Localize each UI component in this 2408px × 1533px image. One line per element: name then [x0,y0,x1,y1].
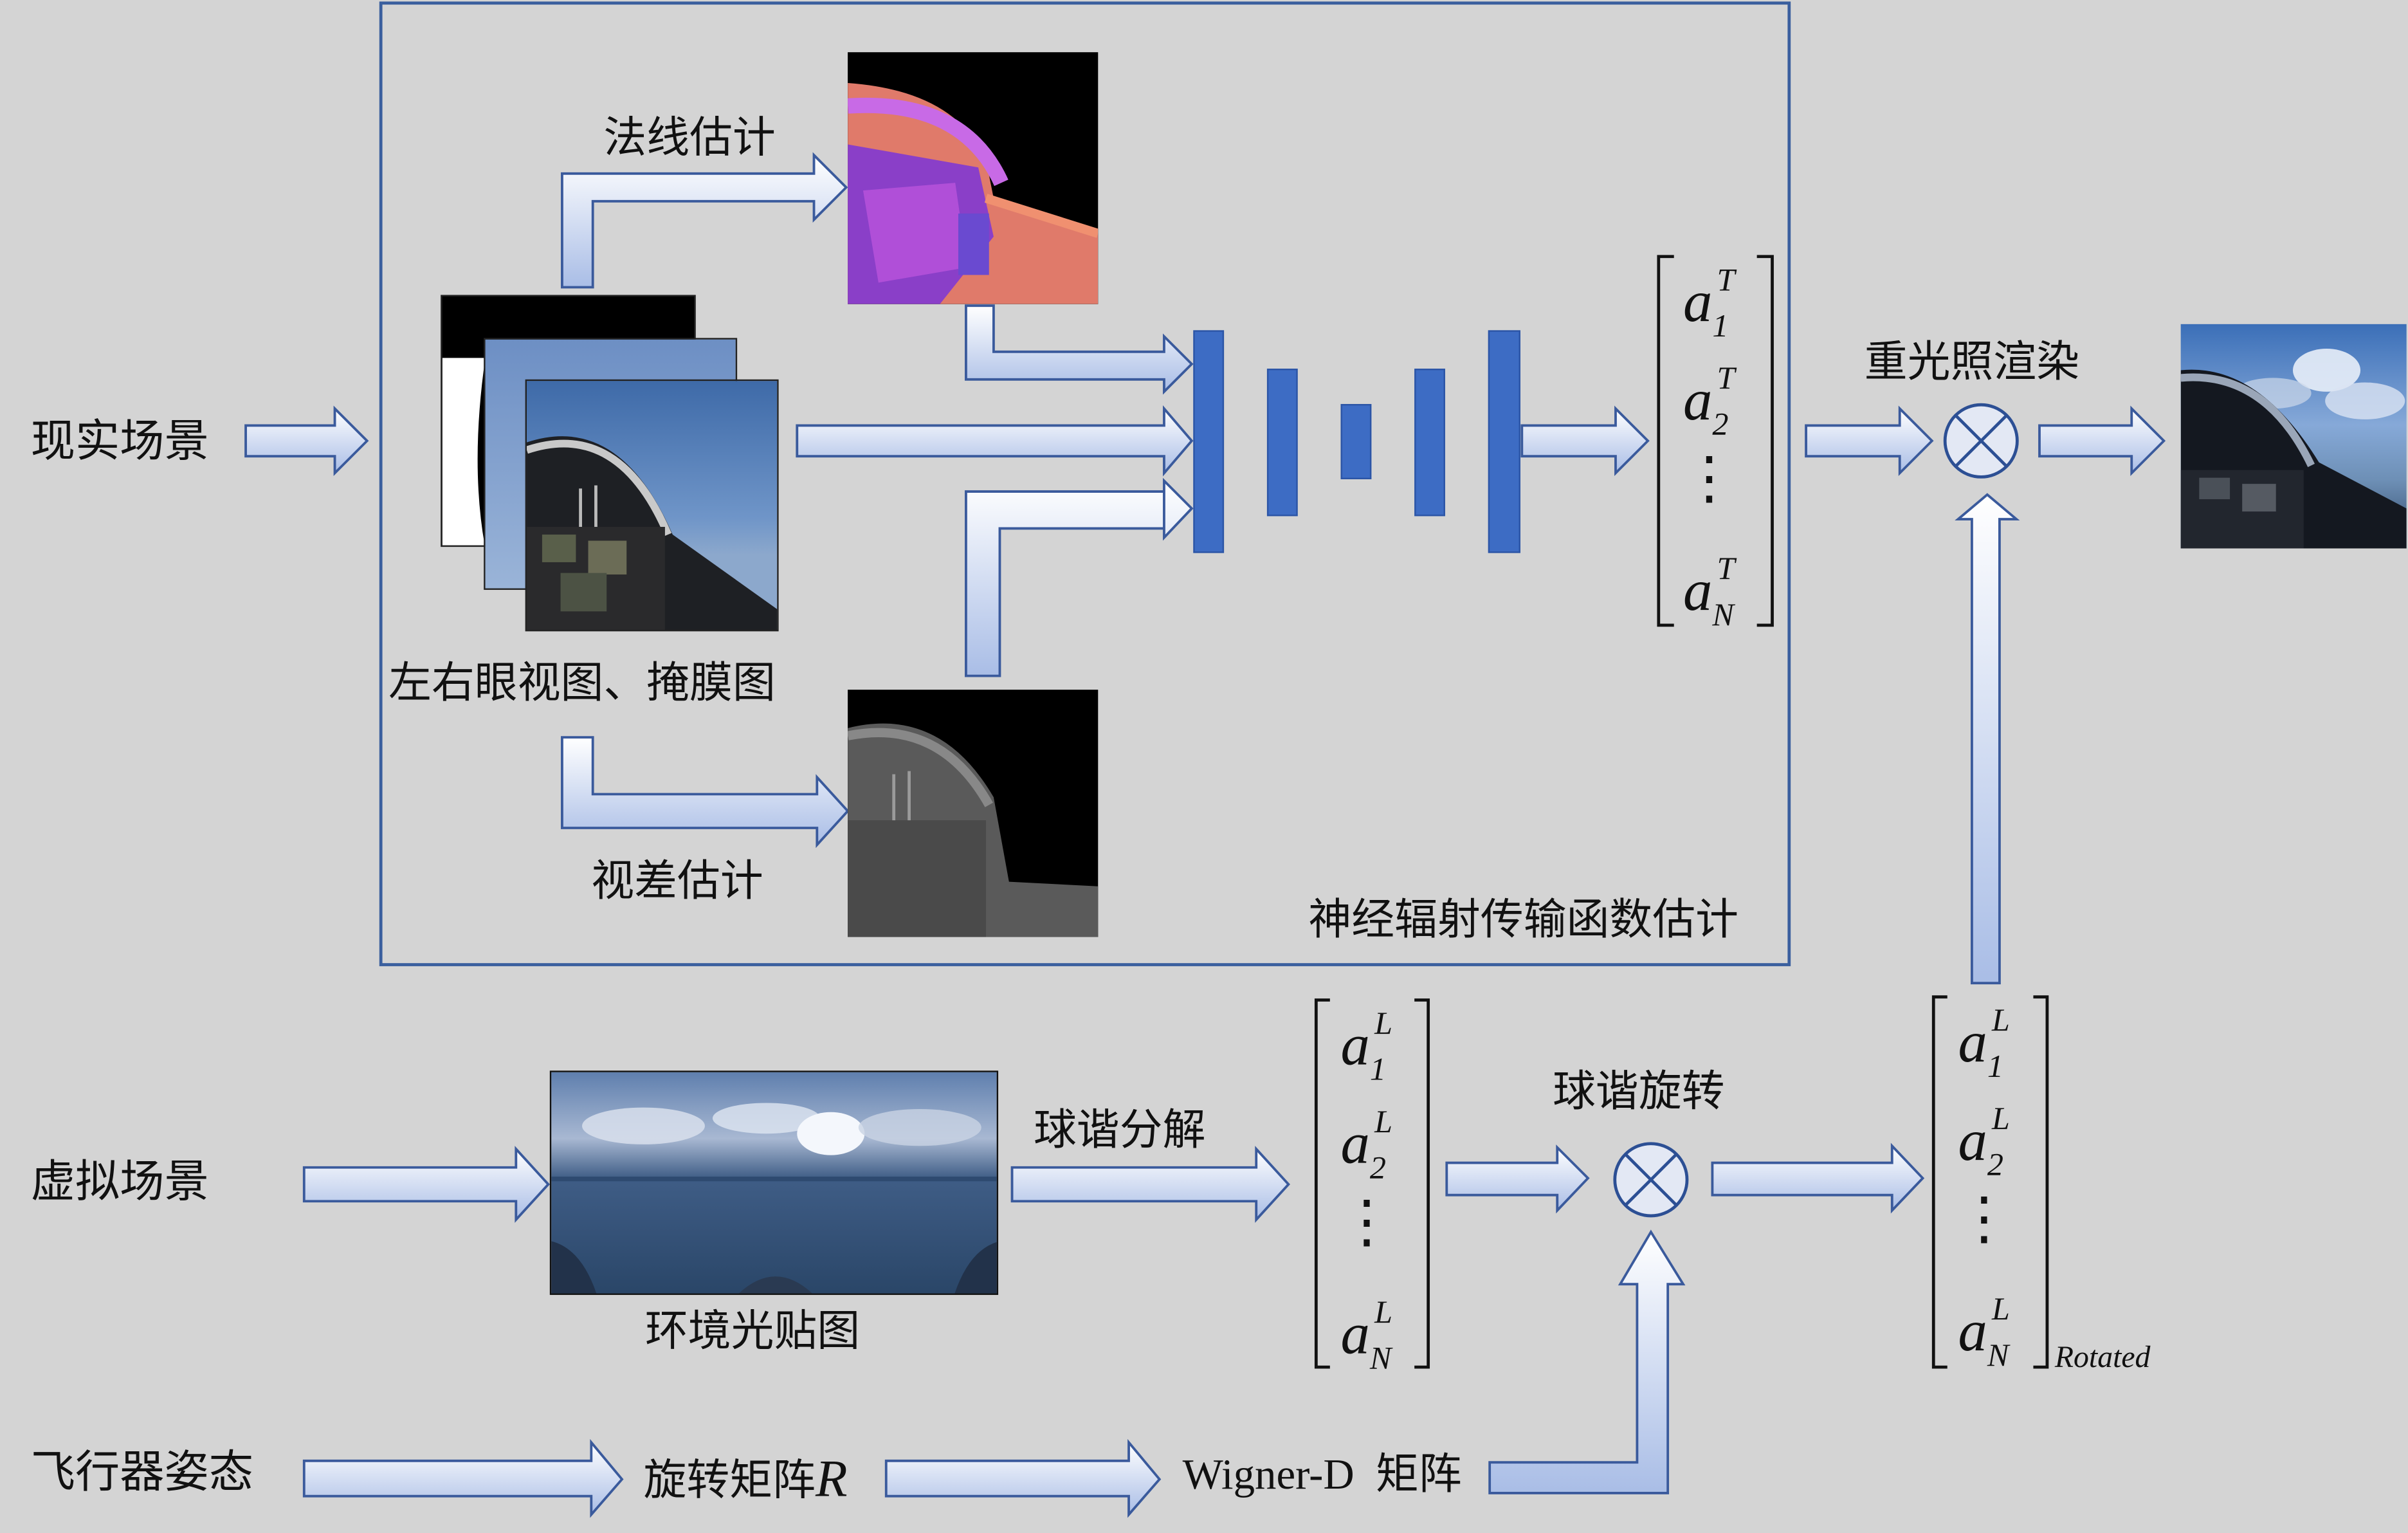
circled-times-icon [1943,403,2019,479]
wigner-matrix-text: 矩阵 [1376,1448,1462,1500]
arrow-normal-to-net [965,304,1194,395]
network-layer-1 [1193,330,1225,553]
arrow-rotmat-to-wigner [884,1438,1162,1518]
vector-brackets [1314,255,2049,1369]
light-vector-ellipsis: ⋮ [1337,1190,1396,1255]
disparity-map-image [848,690,1099,937]
flight-attitude-label: 飞行器姿态 [30,1445,254,1498]
arrow-light-to-rotation [1445,1144,1590,1214]
arrow-attitude-to-rotmat [302,1438,624,1518]
nrtf-estimation-frame [379,1,1791,966]
arrow-wigner-to-rotation [1488,1229,1686,1494]
wigner-d-text: Wigner-D [1182,1451,1354,1500]
relit-output-image [2180,324,2407,549]
sh-rotation-label: 球谐旋转 [1553,1066,1725,1117]
arrow-normal-estimation [561,152,848,289]
rotation-matrix-text: 旋转矩阵 [643,1455,816,1506]
arrow-net-to-transfer [1520,405,1650,477]
rotated-subscript-label: Rotated [2054,1341,2151,1375]
environment-light-map-image [549,1070,999,1295]
circled-times-icon [1613,1142,1689,1218]
arrow-views-to-net [796,405,1194,477]
network-layer-5 [1488,330,1520,553]
relighting-label: 重光照渲染 [1864,336,2080,387]
virtual-scene-label: 虚拟场景 [30,1155,209,1207]
disparity-estimation-label: 视差估计 [591,856,763,906]
views-mask-label: 左右眼视图、掩膜图 [388,657,776,708]
normal-map-image [848,52,1099,304]
network-layer-4 [1414,369,1445,517]
rotation-matrix-label: 旋转矩阵R [643,1451,848,1509]
arrow-rotated-to-relight [1955,493,2020,985]
network-layer-2 [1266,369,1298,517]
network-layer-3 [1340,403,1372,479]
arrow-real-to-frame [244,405,369,477]
sh-decomposition-label: 球谐分解 [1033,1104,1206,1155]
arrow-sh-decomposition [1010,1146,1290,1223]
env-light-map-label: 环境光贴图 [644,1305,861,1357]
transfer-vector-ellipsis: ⋮ [1680,446,1738,512]
rotation-matrix-symbol: R [815,1451,848,1509]
arrow-relight-to-output [2038,405,2166,477]
real-scene-label: 现实场景 [30,414,209,467]
arrow-rotation-to-rotated [1711,1143,1925,1214]
normal-estimation-label: 法线估计 [603,112,776,163]
arrow-disparity-estimation [561,736,850,849]
rotated-light-vector-ellipsis: ⋮ [1955,1187,2014,1253]
arrow-disparity-to-net [965,477,1194,677]
arrow-virtual-to-envmap [302,1146,551,1223]
right-eye-view-image [525,379,779,632]
nrtf-estimation-label: 神经辐射传输函数估计 [1308,894,1739,945]
arrow-transfer-to-relight [1805,405,1934,477]
